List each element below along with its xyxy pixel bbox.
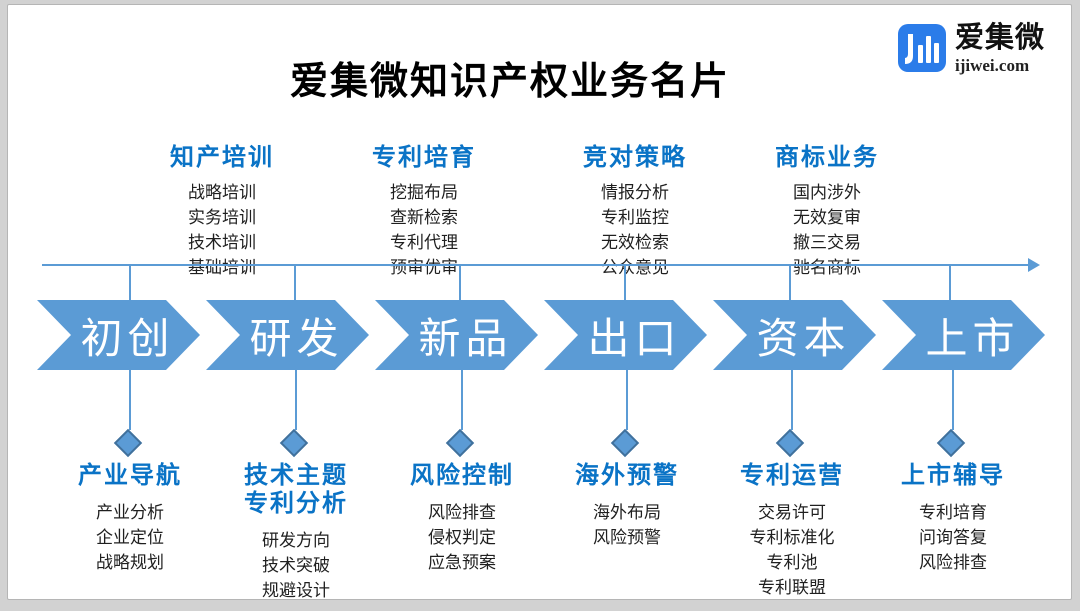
service-item: 企业定位 [96,528,164,547]
service-title: 商标业务 [775,144,879,171]
stage-chevron-new-product: 新品 [375,300,538,370]
ijiwei-logo-icon [898,24,946,72]
service-item: 预审优审 [390,258,458,277]
service-item: 战略规划 [96,553,164,572]
service-item: 专利池 [766,553,818,572]
service-item-list: 国内涉外 无效复审 撤三交易 驰名商标 [717,180,937,280]
service-item: 研发方向 [262,531,330,550]
service-item-list: 研发方向 技术突破 规避设计 [201,528,391,603]
timeline-tick [789,266,791,300]
timeline-tick [129,266,131,300]
timeline-tick [624,266,626,300]
bottom-service-risk-control: 风险控制 风险排查 侵权判定 应急预案 [367,462,557,575]
service-item: 专利监控 [601,208,669,227]
diamond-marker-icon [113,428,143,458]
service-title: 上市辅导 [901,462,1005,489]
service-item: 规避设计 [262,581,330,600]
connector-line [791,370,793,430]
stage-chevron-export: 出口 [544,300,707,370]
service-item: 战略培训 [188,183,256,202]
service-item: 专利联盟 [758,578,826,597]
diamond-marker-icon [445,428,475,458]
top-service-trademark: 商标业务 国内涉外 无效复审 撤三交易 驰名商标 [717,144,937,280]
service-item: 驰名商标 [793,258,861,277]
top-service-ip-training: 知产培训 战略培训 实务培训 技术培训 基础培训 [112,144,332,280]
service-item: 问询答复 [919,528,987,547]
service-title: 风险控制 [410,462,514,489]
service-item: 公众意见 [601,258,669,277]
service-item: 无效复审 [793,208,861,227]
bottom-service-industry-navigation: 产业导航 产业分析 企业定位 战略规划 [35,462,225,575]
timeline-tick [459,266,461,300]
service-item-list: 产业分析 企业定位 战略规划 [35,500,225,575]
connector-line [626,370,628,430]
timeline-axis-line [42,264,1030,266]
timeline-arrowhead-icon [1028,258,1040,272]
service-item: 专利标准化 [749,528,835,547]
service-item: 情报分析 [601,183,669,202]
service-item: 海外布局 [593,503,661,522]
service-title: 专利培育 [372,144,476,171]
service-item-list: 风险排查 侵权判定 应急预案 [367,500,557,575]
service-item: 专利培育 [919,503,987,522]
bottom-service-ipo-coaching: 上市辅导 专利培育 问询答复 风险排查 [858,462,1048,575]
service-item: 应急预案 [428,553,496,572]
service-item: 基础培训 [188,258,256,277]
stage-chevron-row: 初创 研发 新品 出口 资本 上市 [37,300,1045,370]
stage-chevron-ipo: 上市 [882,300,1045,370]
service-item: 产业分析 [96,503,164,522]
diamond-marker-icon [279,428,309,458]
service-item-list: 交易许可 专利标准化 专利池 专利联盟 [697,500,887,600]
service-item: 无效检索 [601,233,669,252]
timeline-tick [949,266,951,300]
service-item: 风险排查 [428,503,496,522]
logo-domain-text: ijiwei.com [955,56,1030,75]
service-item: 技术培训 [188,233,256,252]
connector-line [461,370,463,430]
service-title: 知产培训 [170,144,274,171]
service-item: 撤三交易 [793,233,861,252]
service-item-list: 专利培育 问询答复 风险排查 [858,500,1048,575]
stage-chevron-rnd: 研发 [206,300,369,370]
diamond-marker-icon [936,428,966,458]
service-item: 专利代理 [390,233,458,252]
top-service-patent-cultivation: 专利培育 挖掘布局 查新检索 专利代理 预审优审 [314,144,534,280]
service-title: 竞对策略 [583,144,687,171]
service-item: 国内涉外 [793,183,861,202]
bottom-service-patent-operation: 专利运营 交易许可 专利标准化 专利池 专利联盟 [697,462,887,600]
service-item: 实务培训 [188,208,256,227]
service-item-list: 战略培训 实务培训 技术培训 基础培训 [112,180,332,280]
service-title-line2: 专利分析 [244,490,348,517]
service-item: 技术突破 [262,556,330,575]
ijiwei-logo: 爱集微 ijiwei.com [898,24,1045,74]
service-item: 交易许可 [758,503,826,522]
connector-line [129,370,131,430]
service-item: 挖掘布局 [390,183,458,202]
service-title: 技术主题 [244,462,348,489]
connector-line [952,370,954,430]
service-title: 产业导航 [78,462,182,489]
timeline-tick [294,266,296,300]
bottom-service-tech-patent-analysis: 技术主题 专利分析 研发方向 技术突破 规避设计 [201,462,391,603]
stage-chevron-startup: 初创 [37,300,200,370]
bottom-service-overseas-warning: 海外预警 海外布局 风险预警 [532,462,722,550]
service-item: 风险排查 [919,553,987,572]
diamond-marker-icon [775,428,805,458]
service-item: 侵权判定 [428,528,496,547]
stage-chevron-capital: 资本 [713,300,876,370]
page-title: 爱集微知识产权业务名片 [289,61,730,103]
service-item: 查新检索 [390,208,458,227]
logo-brand-text: 爱集微 [955,22,1046,54]
service-item-list: 挖掘布局 查新检索 专利代理 预审优审 [314,180,534,280]
service-title: 专利运营 [740,462,844,489]
service-item-list: 海外布局 风险预警 [532,500,722,550]
connector-line [295,370,297,430]
service-title: 海外预警 [575,462,679,489]
service-item-list: 情报分析 专利监控 无效检索 公众意见 [525,180,745,280]
diamond-marker-icon [610,428,640,458]
service-item: 风险预警 [593,528,661,547]
top-service-competitor-strategy: 竞对策略 情报分析 专利监控 无效检索 公众意见 [525,144,745,280]
